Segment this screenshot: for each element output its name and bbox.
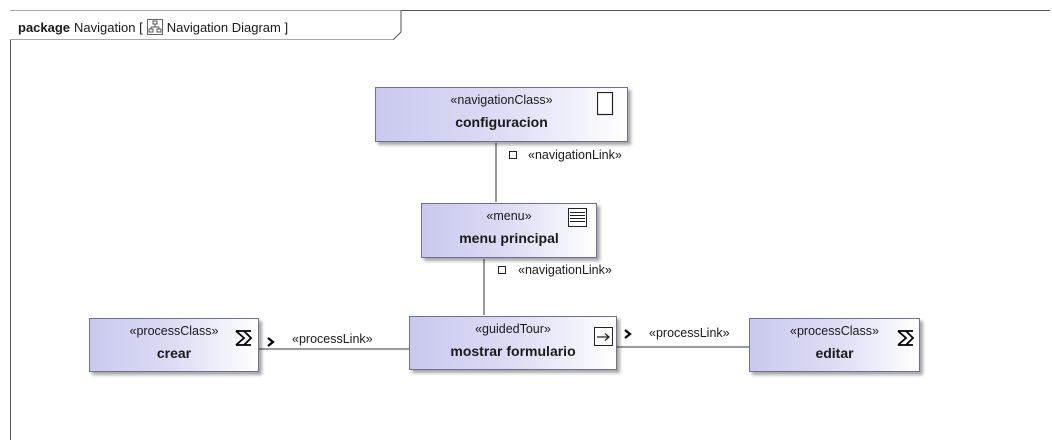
node-stereotype: «processClass» xyxy=(790,324,879,338)
node-stereotype: «navigationClass» xyxy=(450,93,553,107)
process-class-icon xyxy=(897,330,915,346)
node-name: configuracion xyxy=(455,114,548,130)
navigation-class-icon xyxy=(597,92,614,116)
node-name: menu principal xyxy=(459,230,559,246)
node-name: crear xyxy=(156,345,192,361)
node-configuracion[interactable]: «navigationClass» configuracion xyxy=(375,87,628,142)
navigation-link-label: «navigationLink» xyxy=(518,263,612,277)
node-crear[interactable]: «processClass» crear xyxy=(89,318,259,372)
node-editar[interactable]: «processClass» editar xyxy=(749,318,920,372)
node-name: editar xyxy=(815,345,854,361)
diagram-icon xyxy=(146,19,163,35)
frame-keyword: package xyxy=(18,19,71,35)
diagram-frame xyxy=(10,10,1050,440)
process-link-label: «processLink» xyxy=(649,326,730,340)
frame-tab-outline xyxy=(10,10,402,40)
process-class-icon xyxy=(235,330,253,346)
node-mostrar-formulario[interactable]: «guidedTour» mostrar formulario xyxy=(409,316,617,370)
navigation-link-label: «navigationLink» xyxy=(528,148,622,162)
node-menu-principal[interactable]: «menu» menu principal xyxy=(421,203,597,258)
menu-icon xyxy=(568,208,587,227)
process-arrow-right xyxy=(624,329,632,339)
link-end-marker xyxy=(509,151,517,159)
node-stereotype: «processClass» xyxy=(129,324,219,338)
frame-diagram-name: Navigation Diagram ] xyxy=(166,19,289,35)
process-arrow-left xyxy=(267,337,275,347)
link-end-marker xyxy=(498,266,506,274)
node-stereotype: «menu» xyxy=(486,209,532,223)
node-name: mostrar formulario xyxy=(450,343,576,359)
guided-tour-icon xyxy=(594,327,613,346)
node-stereotype: «guidedTour» xyxy=(475,322,551,336)
process-link-label: «processLink» xyxy=(292,332,373,346)
frame-package-name: Navigation [ xyxy=(74,19,143,35)
